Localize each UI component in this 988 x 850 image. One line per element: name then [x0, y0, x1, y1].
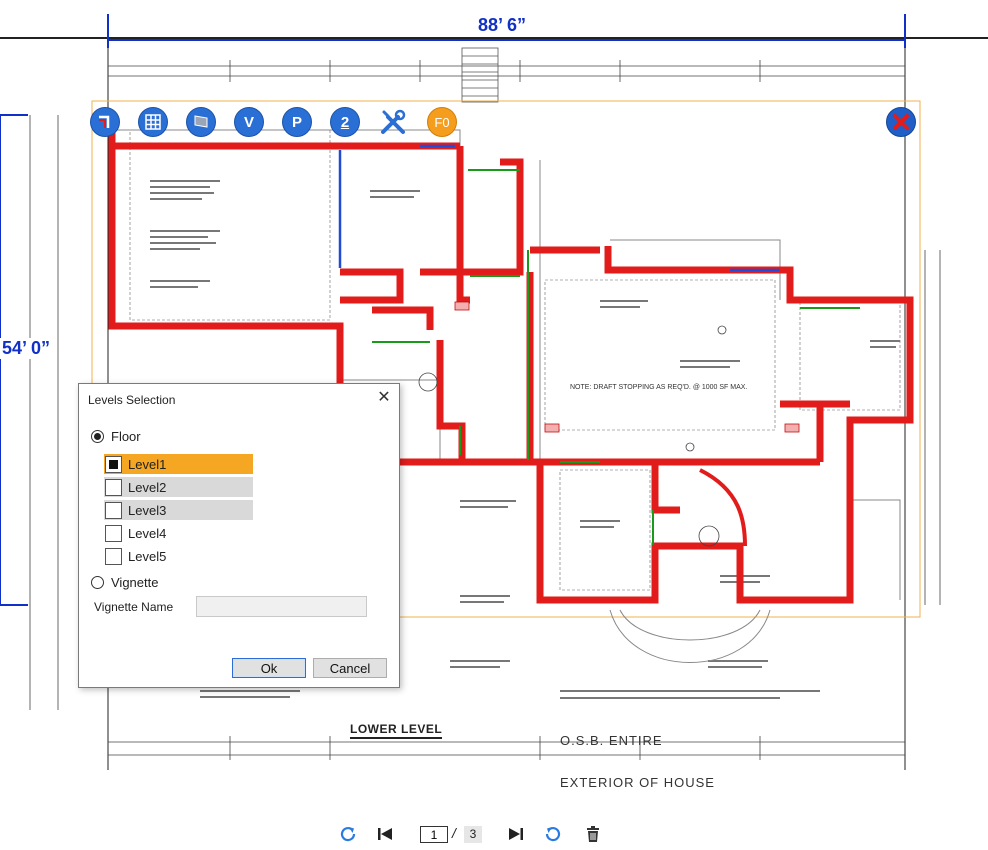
level-1-label: Level1	[128, 456, 167, 472]
skip-forward-icon	[509, 828, 523, 840]
wrench-screwdriver-icon	[381, 109, 406, 134]
page-separator: /	[452, 825, 456, 841]
vignette-radio-option[interactable]: Vignette	[91, 575, 158, 590]
dialog-title: Levels Selection	[88, 393, 176, 407]
close-viewer-button[interactable]	[886, 107, 916, 137]
flag-icon	[194, 115, 208, 128]
level-4-label: Level4	[128, 525, 167, 541]
floor-radio-button[interactable]	[91, 430, 104, 443]
osb-title-note: O.S.B. ENTIRE EXTERIOR OF HOUSE	[560, 706, 715, 818]
level-option-3[interactable]: Level3	[104, 500, 253, 520]
vignette-name-label: Vignette Name	[94, 600, 174, 614]
close-icon	[893, 114, 909, 130]
levels-selection-dialog: Levels Selection ✕ Floor Level1 Level2 L…	[78, 383, 400, 688]
current-page-input[interactable]	[420, 826, 448, 843]
cancel-button[interactable]: Cancel	[313, 658, 387, 678]
level-5-checkbox[interactable]	[105, 547, 122, 565]
osb-title-line1: O.S.B. ENTIRE	[560, 733, 663, 748]
level-1-checkbox[interactable]	[105, 455, 122, 473]
dimension-depth-label: 54’ 0”	[0, 338, 53, 359]
trash-icon	[587, 826, 599, 842]
ok-button[interactable]: Ok	[232, 658, 306, 678]
refresh-button[interactable]	[337, 823, 359, 845]
wall-tool-button[interactable]	[90, 107, 120, 137]
total-pages-label: 3	[464, 826, 482, 843]
level-3-label: Level3	[128, 502, 167, 518]
wall-corner-icon	[99, 115, 110, 128]
draft-stopping-note: NOTE: DRAFT STOPPING AS REQ'D. @ 1000 SF…	[570, 384, 748, 391]
floor-radio-label: Floor	[111, 429, 141, 444]
level-2-label: Level2	[128, 479, 167, 495]
grid-icon	[145, 114, 161, 130]
delete-button[interactable]	[582, 823, 604, 845]
page-navigation-bar: / 3	[0, 816, 988, 850]
vignette-radio-label: Vignette	[111, 575, 159, 590]
floor-radio-option[interactable]: Floor	[91, 429, 141, 444]
grid-tool-button[interactable]	[138, 107, 168, 137]
p-tool-button[interactable]: P	[282, 107, 312, 137]
osb-title-line2: EXTERIOR OF HOUSE	[560, 775, 715, 790]
floor-indicator-button[interactable]: F0	[427, 107, 457, 137]
floor-plan-drawing	[0, 14, 988, 770]
level-5-label: Level5	[128, 548, 167, 564]
tools-button[interactable]	[376, 105, 410, 139]
vignette-radio-button[interactable]	[91, 576, 104, 589]
level-3-checkbox[interactable]	[105, 501, 122, 519]
dialog-close-icon[interactable]: ✕	[377, 389, 391, 406]
skip-back-icon	[378, 828, 392, 840]
first-page-button[interactable]	[374, 823, 396, 845]
v-tool-button[interactable]: V	[234, 107, 264, 137]
refresh-icon	[340, 826, 356, 842]
level-name-label: LOWER LEVEL	[350, 722, 443, 739]
level-2-checkbox[interactable]	[105, 478, 122, 496]
flag-tool-button[interactable]	[186, 107, 216, 137]
last-page-button[interactable]	[505, 823, 527, 845]
level-option-4[interactable]: Level4	[104, 523, 253, 543]
rotate-icon	[545, 826, 561, 842]
level-option-2[interactable]: Level2	[104, 477, 253, 497]
dimension-width-label: 88’ 6”	[476, 15, 529, 36]
level-tool-button[interactable]: 2	[330, 107, 360, 137]
vignette-name-input[interactable]	[196, 596, 367, 617]
level-option-5[interactable]: Level5	[104, 546, 253, 566]
level-4-checkbox[interactable]	[105, 524, 122, 542]
level-option-1[interactable]: Level1	[104, 454, 253, 474]
rotate-button[interactable]	[542, 823, 564, 845]
